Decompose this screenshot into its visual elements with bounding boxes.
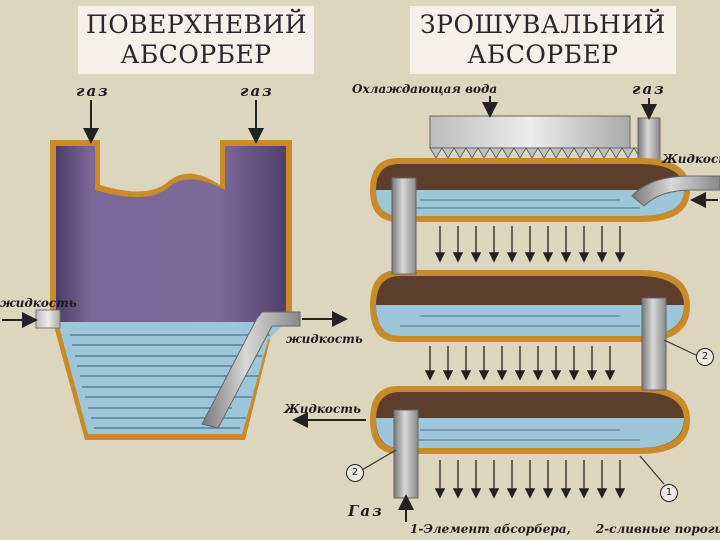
pipe-left-bottom: [394, 410, 418, 498]
label-gas-left-2: газ: [240, 82, 274, 100]
title-surface-absorber: ПОВЕРХНЕВИЙ АБСОРБЕР: [78, 6, 314, 74]
pipe-left-top: [392, 178, 416, 274]
leader-one: [640, 456, 664, 484]
label-gas-top-right: газ: [632, 80, 666, 98]
cooling-trough: [430, 116, 630, 148]
irrigated-absorber: [296, 96, 720, 522]
label-liquid-out-left: жидкость: [286, 332, 363, 346]
pipe-right-middle: [642, 298, 666, 390]
callout-two-upper: 2: [696, 348, 714, 366]
title-irrigated-absorber: ЗРОШУВАЛЬНИЙ АБСОРБЕР: [410, 6, 676, 74]
label-liquid-in-right: Жидкость: [662, 152, 720, 166]
label-liquid-out-right: Жидкость: [284, 402, 361, 416]
left-gas-space: [56, 146, 286, 322]
leader-two-lower: [362, 450, 396, 470]
caption: 1-Элемент абсорбера, 2-сливные пороги.: [410, 522, 720, 536]
label-cooling-water: Охлаждающая вода: [352, 82, 497, 96]
top-gas-pipe: [638, 118, 660, 164]
leader-two-upper: [664, 340, 698, 356]
callout-one: 1: [660, 484, 678, 502]
cooling-teeth: [430, 148, 646, 158]
flow-arrows: [430, 226, 620, 496]
label-gas-left-1: газ: [76, 82, 110, 100]
label-liquid-in-left: жидкость: [0, 296, 77, 310]
left-inlet-pipe: [36, 310, 60, 328]
label-gas-bottom-right: Газ: [348, 502, 384, 520]
surface-absorber: [2, 100, 344, 440]
callout-two-lower: 2: [346, 464, 364, 482]
